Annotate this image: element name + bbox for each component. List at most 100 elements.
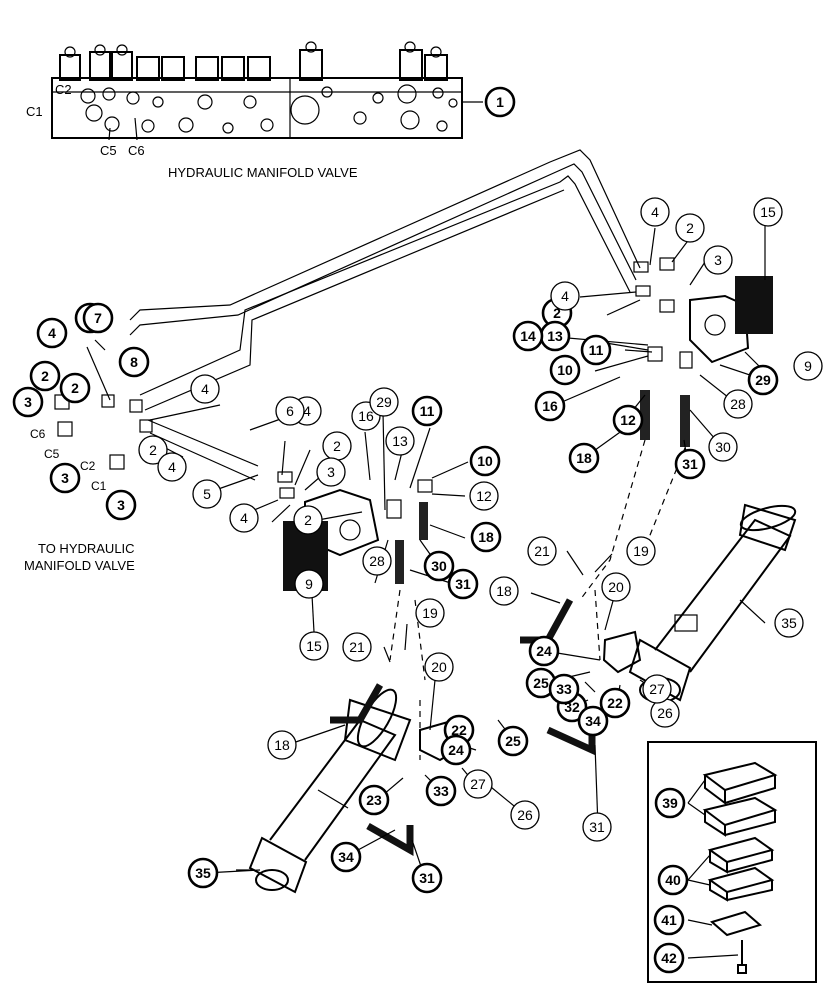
callout-number: 19 (422, 605, 438, 621)
callout-number: 4 (240, 510, 248, 526)
callout-30: 30 (423, 550, 455, 582)
callout-number: 3 (61, 470, 69, 486)
callout-circle (59, 372, 91, 404)
callout-6: 6 (275, 396, 305, 426)
callout-number: 3 (24, 394, 32, 410)
callout-circle (497, 725, 529, 757)
right-cylinder (628, 503, 797, 703)
callout-circle (703, 245, 733, 275)
callout-number: 2 (71, 380, 79, 396)
callout-number: 10 (557, 362, 573, 378)
callout-29: 29 (369, 387, 399, 417)
callout-circle (470, 521, 502, 553)
callout-33: 33 (548, 673, 580, 705)
callout-18: 18 (470, 521, 502, 553)
callout-28: 28 (723, 389, 753, 419)
callout-39: 39 (654, 787, 686, 819)
callout-3: 3 (316, 457, 346, 487)
callout-13: 13 (539, 320, 571, 352)
callout-number: 18 (576, 450, 592, 466)
callout-circle (423, 550, 455, 582)
callout-number: 12 (620, 412, 636, 428)
callout-circle (548, 673, 580, 705)
callout-number: 9 (804, 358, 812, 374)
callout-circle (626, 536, 656, 566)
left-fitting-stack (54, 339, 153, 470)
callout-15: 15 (753, 197, 783, 227)
callout-circle (330, 841, 362, 873)
callout-number: 24 (448, 742, 464, 758)
callout-circle (294, 569, 324, 599)
callout-circle (411, 395, 443, 427)
callout-circle (275, 396, 305, 426)
callout-number: 30 (715, 439, 731, 455)
callout-number: 35 (781, 615, 797, 631)
callout-29: 29 (747, 364, 779, 396)
callout-number: 15 (306, 638, 322, 654)
callout-4: 4 (550, 281, 580, 311)
callout-31: 31 (447, 568, 479, 600)
callout-number: 41 (661, 912, 677, 928)
callout-number: 4 (48, 325, 56, 341)
callout-circle (229, 503, 259, 533)
callout-circle (654, 787, 686, 819)
callout-circle (469, 445, 501, 477)
callout-circle (187, 857, 219, 889)
callout-2: 2 (322, 431, 352, 461)
callout-number: 13 (392, 433, 408, 449)
callout-10: 10 (469, 445, 501, 477)
callout-circle (385, 426, 415, 456)
callout-number: 26 (517, 807, 533, 823)
left-port-label-c5: C5 (44, 447, 60, 461)
callout-circle (192, 479, 222, 509)
callout-circle (411, 862, 443, 894)
callout-number: 39 (662, 795, 678, 811)
callout-4: 4 (190, 374, 220, 404)
callout-number: 25 (505, 733, 521, 749)
callout-2: 2 (29, 360, 61, 392)
callout-34: 34 (577, 705, 609, 737)
callout-12: 12 (469, 481, 499, 511)
port-label-c6: C6 (128, 143, 145, 158)
callout-number: 18 (478, 529, 494, 545)
callout-24: 24 (440, 734, 472, 766)
callout-number: 1 (496, 94, 504, 110)
callout-number: 2 (41, 368, 49, 384)
port-label-c5: C5 (100, 143, 117, 158)
callout-1: 1 (484, 86, 516, 118)
left-port-label-c1: C1 (91, 479, 107, 493)
callout-27: 27 (642, 674, 672, 704)
callout-number: 35 (195, 865, 211, 881)
callout-11: 11 (580, 334, 612, 366)
callout-circle (36, 317, 68, 349)
callout-circle (299, 631, 329, 661)
callout-4: 4 (36, 317, 68, 349)
callout-number: 21 (534, 543, 550, 559)
callout-34: 34 (330, 841, 362, 873)
port-label-c2: C2 (55, 82, 72, 97)
note-line-1: TO HYDRAULIC (38, 541, 135, 556)
callout-28: 28 (362, 546, 392, 576)
callout-number: 6 (286, 403, 294, 419)
callout-number: 20 (608, 579, 624, 595)
callout-10: 10 (549, 354, 581, 386)
callout-3: 3 (105, 489, 137, 521)
callout-circle (793, 351, 823, 381)
callout-circle (447, 568, 479, 600)
callout-circle (362, 546, 392, 576)
callout-number: 25 (533, 675, 549, 691)
callout-circle (82, 302, 114, 334)
callout-circle (580, 334, 612, 366)
callout-number: 31 (419, 870, 435, 886)
callout-number: 4 (201, 381, 209, 397)
callout-number: 40 (665, 872, 681, 888)
callout-number: 23 (366, 792, 382, 808)
callout-number: 8 (130, 354, 138, 370)
callout-circle (674, 448, 706, 480)
callout-number: 4 (561, 288, 569, 304)
callout-number: 7 (94, 310, 102, 326)
callout-circle (316, 457, 346, 487)
callout-2: 2 (293, 505, 323, 535)
callout-5: 5 (192, 479, 222, 509)
